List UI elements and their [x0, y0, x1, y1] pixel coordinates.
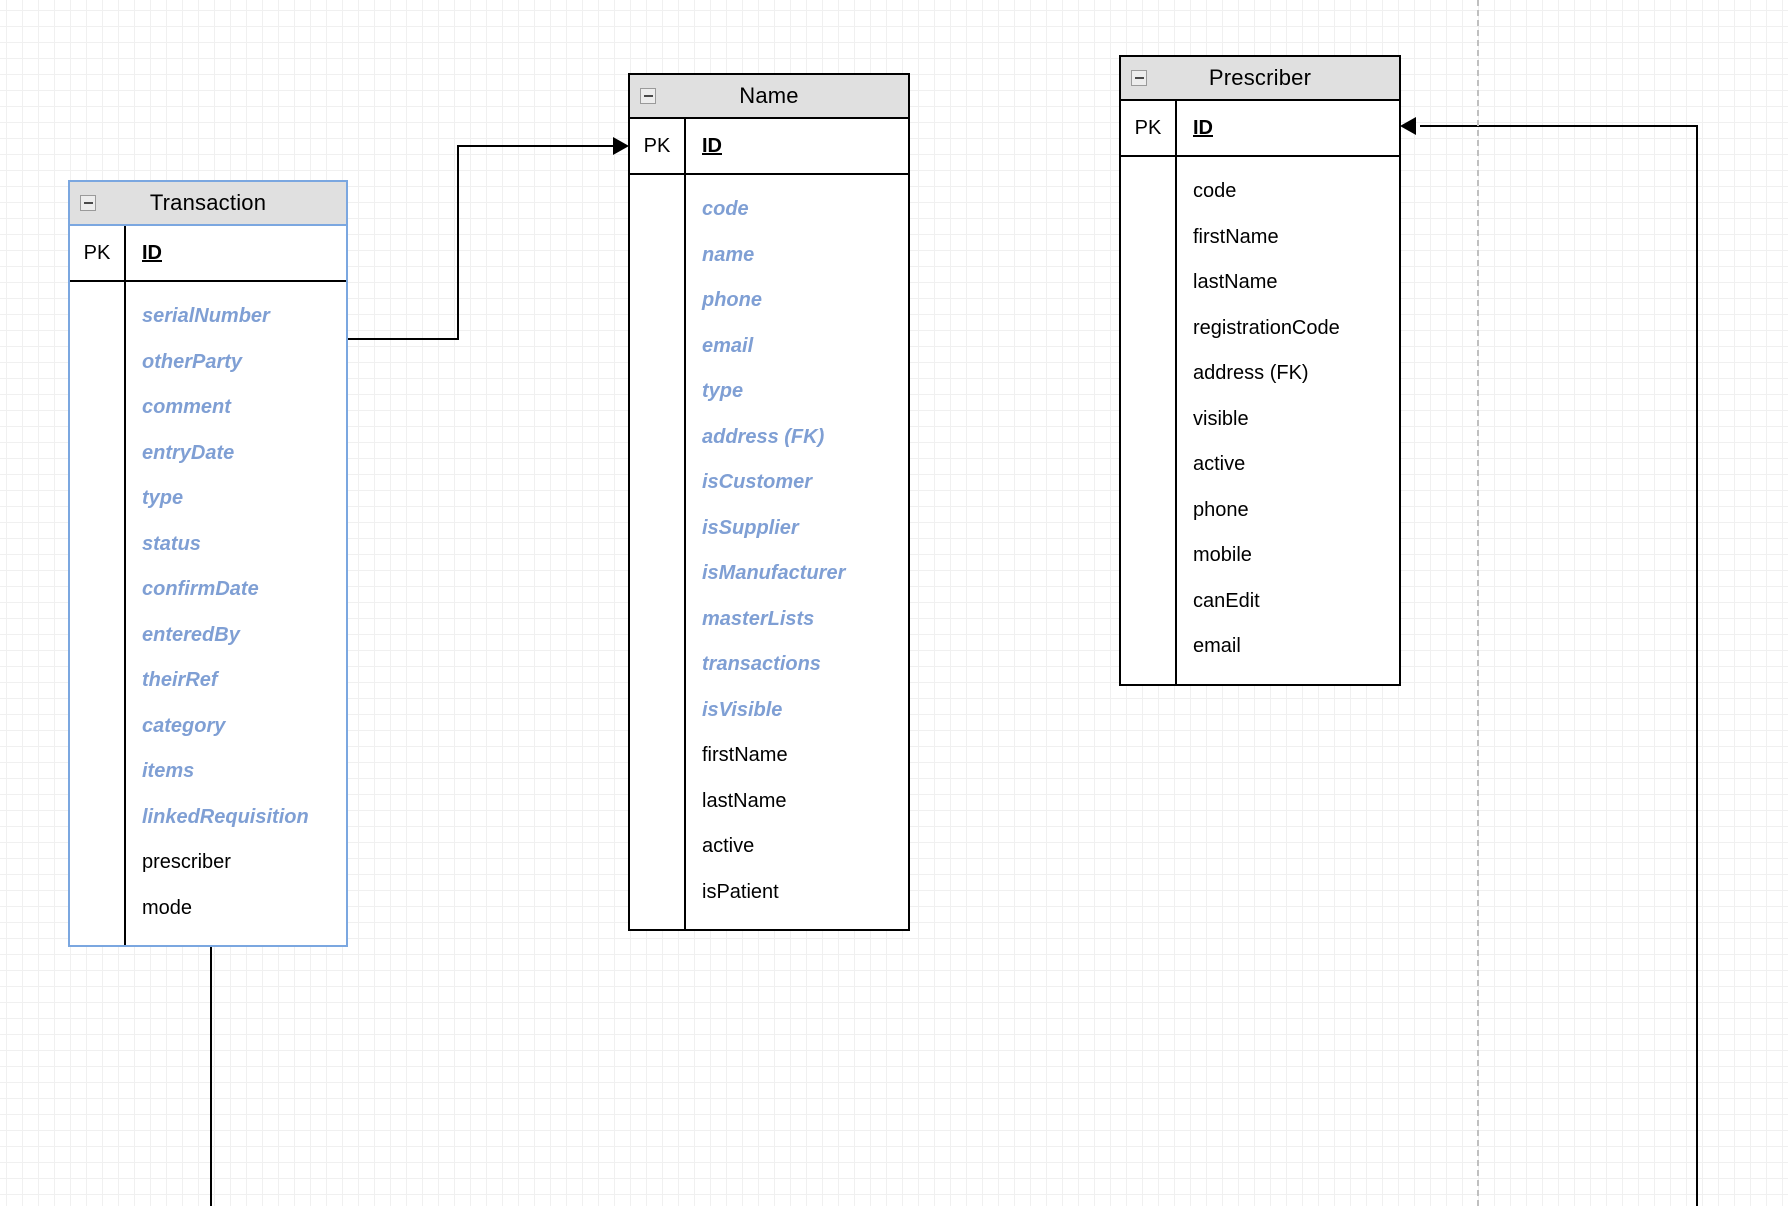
- entity-prescriber-title: Prescriber: [1208, 65, 1312, 90]
- field-row: address (FK): [1193, 362, 1309, 385]
- field-row: registrationCode: [1193, 316, 1340, 339]
- entity-prescriber-fields: code firstName lastName registrationCode…: [1177, 157, 1399, 684]
- field-row: mobile: [1193, 544, 1252, 567]
- field-row: address (FK): [702, 425, 825, 448]
- minus-box-icon[interactable]: [640, 88, 656, 104]
- field-row: isSupplier: [702, 516, 799, 539]
- entity-transaction-title: Transaction: [149, 190, 267, 215]
- arrowhead-into-prescriber: [1400, 117, 1416, 135]
- entity-name-fields: code name phone email type address (FK) …: [686, 175, 908, 929]
- entity-name-body: code name phone email type address (FK) …: [630, 175, 908, 929]
- field-row: enteredBy: [142, 623, 240, 646]
- entity-transaction[interactable]: Transaction PK ID serialNumber otherPart…: [68, 180, 348, 947]
- field-row: entryDate: [142, 441, 235, 464]
- entity-name-header[interactable]: Name: [630, 75, 908, 119]
- field-row: transactions: [702, 653, 821, 676]
- connector-external-to-prescriber-vertical: [1696, 125, 1698, 1206]
- field-row: comment: [142, 396, 231, 419]
- entity-transaction-fields: serialNumber otherParty comment entryDat…: [126, 282, 346, 945]
- field-row: category: [142, 714, 226, 737]
- connector-transaction-to-name-vertical: [457, 145, 459, 340]
- field-row: isCustomer: [702, 471, 813, 494]
- minus-box-icon[interactable]: [80, 195, 96, 211]
- field-row: active: [702, 835, 755, 858]
- field-gutter: [70, 282, 126, 945]
- page-boundary-guide: [1477, 0, 1479, 1206]
- field-row: lastName: [1193, 271, 1278, 294]
- entity-transaction-body: serialNumber otherParty comment entryDat…: [70, 282, 346, 945]
- minus-box-icon[interactable]: [1131, 70, 1147, 86]
- field-row: isVisible: [702, 698, 783, 721]
- field-row: items: [142, 760, 195, 783]
- pk-field-name: ID: [1193, 116, 1213, 139]
- field-row: canEdit: [1193, 589, 1260, 612]
- field-row: confirmDate: [142, 578, 259, 601]
- field-row: firstName: [702, 744, 788, 767]
- entity-name[interactable]: Name PK ID code name phone email type ad…: [628, 73, 910, 931]
- entity-name-pk-row: PK ID: [630, 119, 908, 175]
- field-row: email: [702, 334, 754, 357]
- field-row: isManufacturer: [702, 562, 846, 585]
- field-row: code: [1193, 180, 1237, 203]
- field-row: active: [1193, 453, 1246, 476]
- field-row: prescriber: [142, 851, 231, 874]
- entity-name-title: Name: [739, 83, 799, 108]
- field-row: code: [702, 198, 749, 221]
- field-row: mode: [142, 896, 193, 919]
- field-row: otherParty: [142, 350, 243, 373]
- connector-transaction-bottom: [210, 932, 212, 1206]
- field-row: serialNumber: [142, 305, 270, 328]
- pk-label: PK: [1121, 101, 1177, 155]
- field-row: phone: [702, 289, 762, 312]
- connector-transaction-to-name-upper-horizontal: [457, 145, 620, 147]
- pk-label: PK: [630, 119, 686, 173]
- field-gutter: [630, 175, 686, 929]
- pk-label: PK: [70, 226, 126, 280]
- field-row: type: [702, 380, 744, 403]
- field-row: firstName: [1193, 225, 1279, 248]
- field-row: email: [1193, 635, 1241, 658]
- field-row: name: [702, 243, 755, 266]
- field-row: type: [142, 487, 184, 510]
- entity-prescriber-body: code firstName lastName registrationCode…: [1121, 157, 1399, 684]
- pk-field-name: ID: [702, 134, 722, 157]
- entity-prescriber-pk-row: PK ID: [1121, 101, 1399, 157]
- field-gutter: [1121, 157, 1177, 684]
- field-row: linkedRequisition: [142, 805, 309, 828]
- pk-field-name: ID: [142, 241, 162, 264]
- field-row: status: [142, 532, 201, 555]
- field-row: visible: [1193, 407, 1249, 430]
- arrowhead-into-name: [613, 137, 629, 155]
- field-row: masterLists: [702, 607, 815, 630]
- entity-transaction-header[interactable]: Transaction: [70, 182, 346, 226]
- field-row: isPatient: [702, 880, 779, 903]
- entity-prescriber-header[interactable]: Prescriber: [1121, 57, 1399, 101]
- connector-external-to-prescriber-horizontal: [1420, 125, 1698, 127]
- entity-transaction-pk-row: PK ID: [70, 226, 346, 282]
- field-row: lastName: [702, 789, 787, 812]
- connector-transaction-to-name-lower-horizontal: [348, 338, 459, 340]
- entity-prescriber[interactable]: Prescriber PK ID code firstName lastName…: [1119, 55, 1401, 686]
- field-row: phone: [1193, 498, 1249, 521]
- field-row: theirRef: [142, 669, 218, 692]
